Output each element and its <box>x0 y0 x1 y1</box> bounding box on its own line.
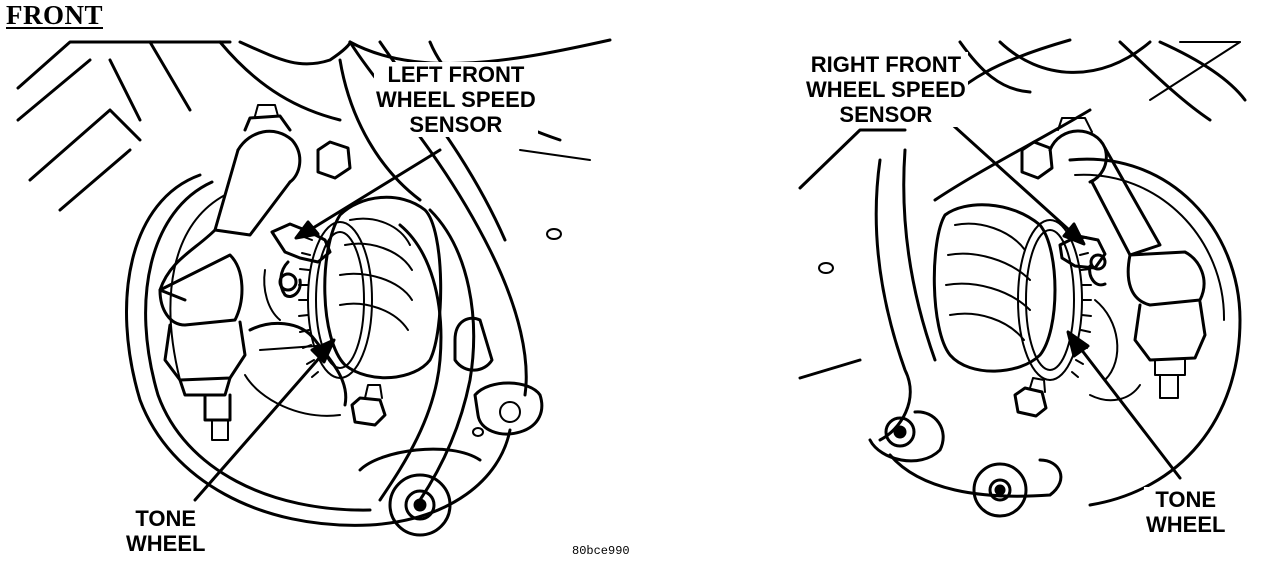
left-tone-wheel-label: TONE WHEEL <box>124 506 208 556</box>
left-tone-wheel-arrow <box>193 338 336 502</box>
left-tone-wheel <box>298 221 373 379</box>
left-front-assembly <box>16 38 612 537</box>
right-front-assembly <box>798 38 1247 518</box>
page-title: FRONT <box>6 0 103 30</box>
right-tone-wheel-arrow <box>1066 330 1182 480</box>
left-sensor-label: LEFT FRONT WHEEL SPEED SENSOR <box>374 62 538 137</box>
right-sensor-label: RIGHT FRONT WHEEL SPEED SENSOR <box>804 52 968 127</box>
left-sensor-arrow <box>294 148 442 240</box>
right-tone-wheel <box>1017 219 1092 381</box>
right-tone-wheel-label: TONE WHEEL <box>1144 487 1228 537</box>
right-sensor-arrow <box>943 116 1086 246</box>
figure-id: 80bce990 <box>572 544 630 558</box>
